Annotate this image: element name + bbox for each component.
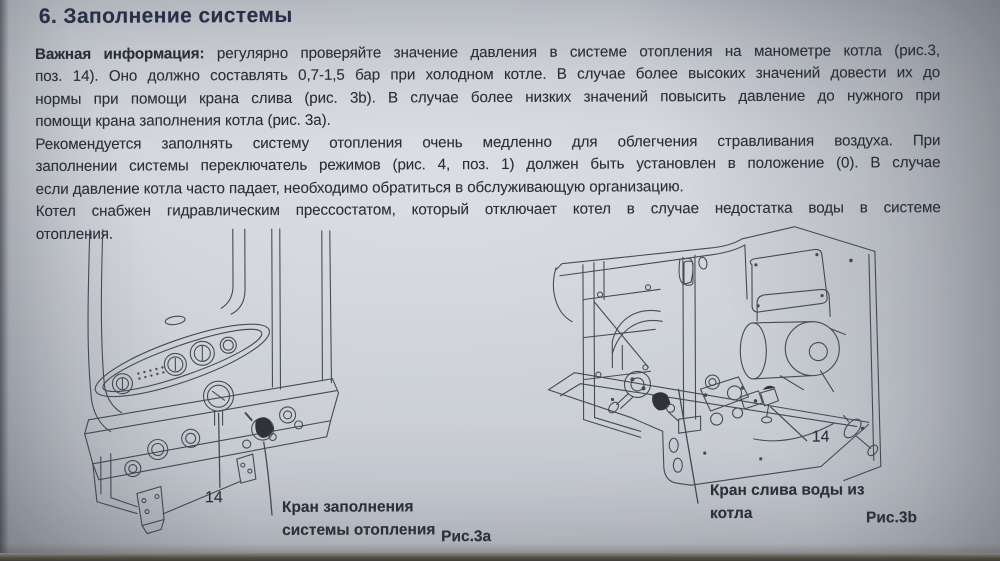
- leader-line-filling-valve: [263, 441, 273, 516]
- figure-3a-drawing: [84, 228, 340, 535]
- leader-line-14-a: [217, 412, 221, 488]
- figure-3b-valve-label-line1: Кран слива воды из: [709, 481, 865, 500]
- bottom-tray: [547, 372, 870, 486]
- table-surface-edge: [0, 553, 1000, 561]
- leader-line-14-b: [769, 406, 808, 442]
- leader-line-drain-valve: [677, 388, 699, 504]
- figure-3b-valve-label-line2: котла: [709, 504, 753, 522]
- filling-valve: [244, 412, 277, 442]
- figure-3b-drawing: [547, 226, 882, 504]
- figure-3b-callout-14: 14: [811, 428, 830, 446]
- figure-3a-valve-label-line1: Кран заполнения: [281, 498, 414, 516]
- figure-3b-caption: Рис.3b: [866, 509, 917, 527]
- figure-3a-valve-label-line2: системы отопления: [282, 520, 436, 539]
- figure-3a-callout-14: 14: [204, 489, 223, 507]
- pump: [739, 288, 846, 391]
- manometer: [202, 380, 235, 426]
- page-left-edge-shadow: [0, 0, 9, 561]
- valve-pos-14: [753, 385, 835, 442]
- figure-3a-valve-label: Кран заполнения системы отопления: [282, 496, 435, 542]
- page-bottom-shadow: [0, 543, 1000, 553]
- control-panel: [94, 323, 271, 398]
- figure-3b-valve-label: Кран слива воды из котла: [710, 479, 865, 525]
- gas-valve-assembly: [699, 374, 764, 426]
- drain-valve: [608, 370, 680, 422]
- casing-door: [749, 248, 865, 431]
- panel-led-dots: [137, 366, 165, 380]
- inner-frame: [582, 260, 661, 438]
